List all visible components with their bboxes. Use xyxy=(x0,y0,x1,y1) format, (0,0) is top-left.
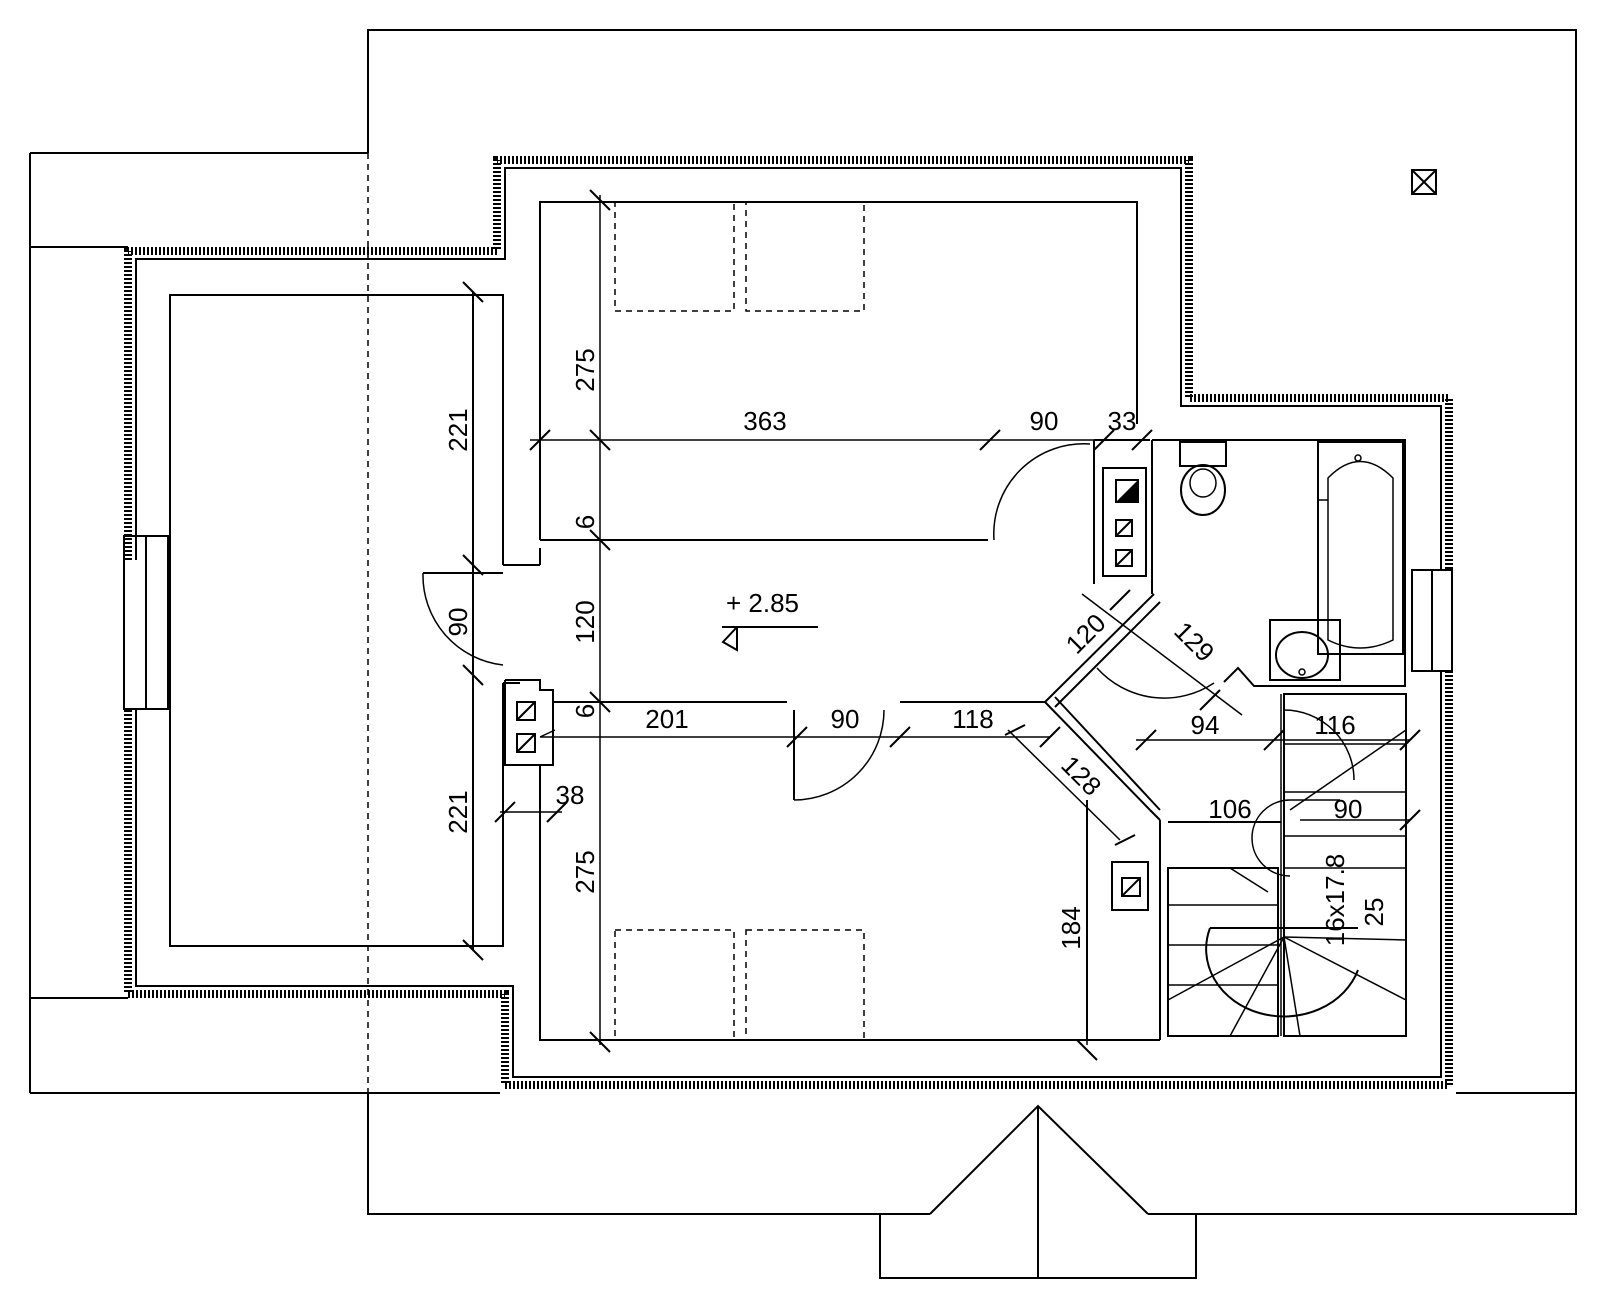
dim-lower-right-depth: 184 xyxy=(1056,906,1086,949)
dim-left-room-bottom: 221 xyxy=(443,790,473,833)
stair-hall xyxy=(1111,809,1161,1040)
dimension-labels: 221 90 221 275 6 120 6 275 363 90 33 201… xyxy=(443,348,1389,949)
lower-beds xyxy=(614,929,865,1041)
chimney-right xyxy=(1094,439,1150,577)
dim-diag-upper: 120 xyxy=(1060,608,1112,660)
exterior-walls xyxy=(124,156,1453,1089)
dim-lower-door: 90 xyxy=(831,704,860,734)
dim-bath-width: 94 xyxy=(1191,710,1220,740)
dim-left-room-top: 221 xyxy=(443,408,473,451)
floor-level-label: + 2.85 xyxy=(726,588,799,618)
dim-upper-small: 33 xyxy=(1108,406,1137,436)
dim-stair-width: 116 xyxy=(1314,710,1355,740)
level-marker xyxy=(721,626,818,652)
bathroom xyxy=(1151,439,1406,687)
dim-stair-run: 90 xyxy=(1334,794,1363,824)
roof-outline xyxy=(29,29,1577,1279)
chimney-left xyxy=(504,679,554,766)
left-window xyxy=(123,535,169,710)
dim-stair-steps: 16x17.8 xyxy=(1320,854,1350,947)
staircase xyxy=(1167,693,1407,1037)
dim-corridor-wall-top: 6 xyxy=(570,515,600,529)
upper-beds xyxy=(614,201,865,312)
dim-corridor-wall-bottom: 6 xyxy=(570,704,600,718)
left-room xyxy=(169,281,504,961)
dim-lower-bedroom-depth: 275 xyxy=(570,850,600,893)
dim-diag-bath: 129 xyxy=(1168,616,1220,668)
corridor-diagonals xyxy=(1044,593,1215,811)
dim-upper-length: 363 xyxy=(743,406,786,436)
dim-upper-bedroom-depth: 275 xyxy=(570,348,600,391)
vent-icon xyxy=(1411,169,1437,195)
dim-lower-segment-1: 201 xyxy=(645,704,688,734)
upper-bedroom xyxy=(539,201,1138,584)
bathtub-icon xyxy=(1317,441,1404,655)
sink-icon xyxy=(1269,619,1341,681)
dim-left-room-door: 90 xyxy=(443,608,473,637)
dim-stair-tread: 25 xyxy=(1359,898,1389,927)
lower-bedroom xyxy=(539,693,1160,1041)
dim-stair-landing: 106 xyxy=(1208,794,1251,824)
left-room-door xyxy=(422,564,540,684)
dim-corridor-height: 120 xyxy=(570,600,600,643)
dimension-lines xyxy=(494,189,1421,1061)
dim-lower-segment-2: 118 xyxy=(952,704,993,734)
right-window xyxy=(1411,569,1453,672)
toilet-icon xyxy=(1179,441,1227,516)
dim-upper-door: 90 xyxy=(1030,406,1059,436)
dim-chimney-gap: 38 xyxy=(556,780,585,810)
